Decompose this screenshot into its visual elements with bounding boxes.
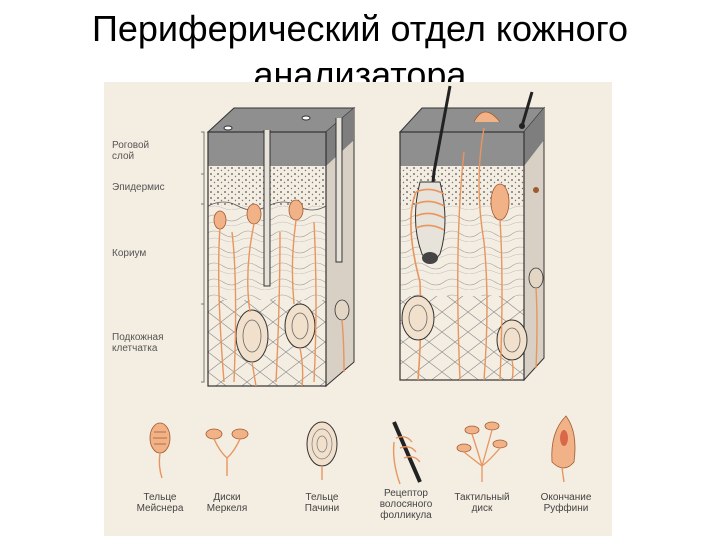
title-line-1: Периферический отдел кожного	[0, 6, 720, 52]
label-dermis: Кориум	[112, 248, 146, 259]
skin-block-right	[400, 86, 544, 380]
label-epidermis: Эпидермис	[112, 182, 165, 193]
skin-block-left	[208, 108, 354, 386]
